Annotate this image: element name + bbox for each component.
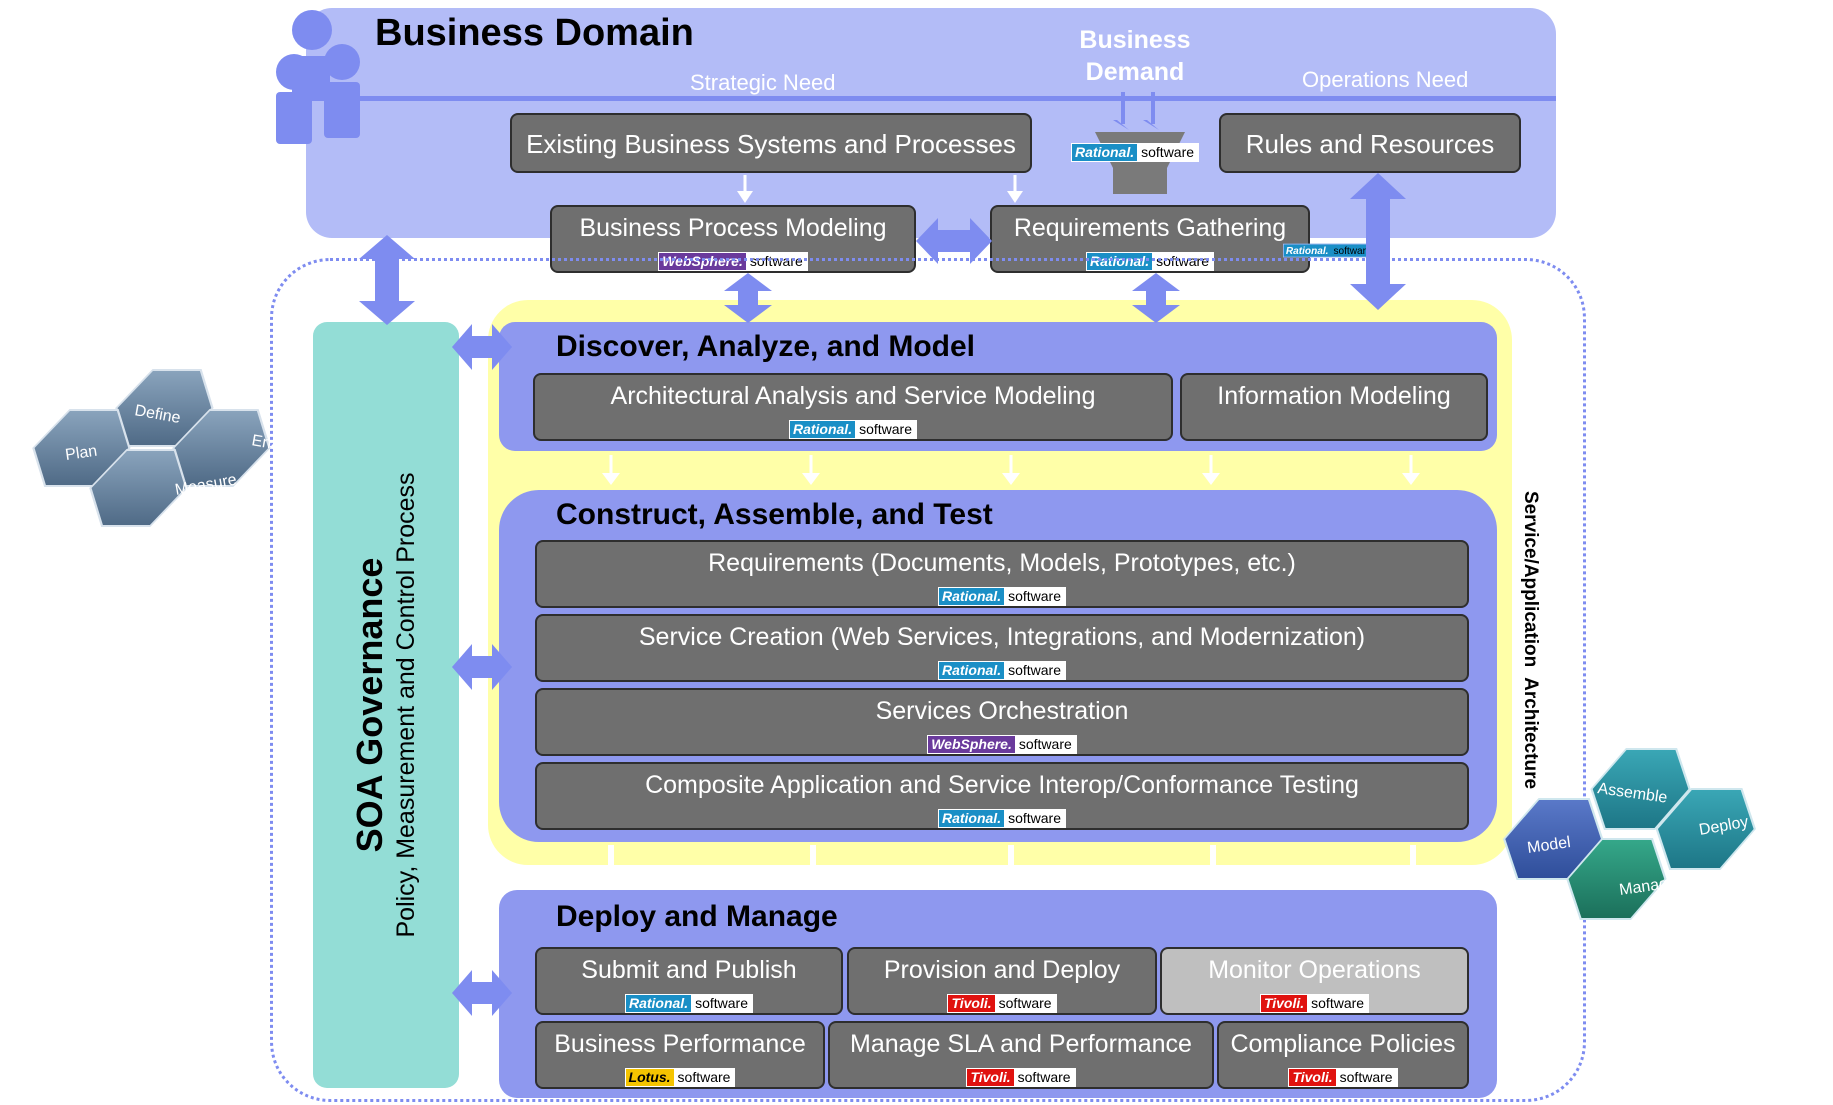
soa-governance-title: SOA Governance [349, 557, 390, 853]
double-arrow-vertical [724, 273, 772, 323]
rational-badge: Rational.software [937, 809, 1067, 828]
double-arrow-vertical [1350, 173, 1406, 310]
double-arrow-horizontal [452, 644, 512, 690]
governance-hex-cluster: Define Plan Enable Measure [32, 369, 302, 527]
websphere-badge: WebSphere.software [927, 735, 1077, 754]
tivoli-badge: Tivoli.software [947, 994, 1057, 1013]
band-divider [1210, 845, 1216, 865]
business-performance-box[interactable]: Business Performance Lotus.software [535, 1021, 825, 1089]
down-arrow-icon [1007, 175, 1023, 203]
information-modeling-label: Information Modeling [1217, 382, 1451, 410]
submit-publish-label: Submit and Publish [581, 956, 797, 984]
tivoli-badge: Tivoli.software [1259, 994, 1370, 1013]
small-rational-badge: Rational.software [1283, 243, 1376, 258]
submit-publish-box[interactable]: Submit and Publish Rational.software [535, 947, 843, 1015]
lotus-badge: Lotus.software [624, 1068, 736, 1087]
composite-testing-label: Composite Application and Service Intero… [645, 771, 1359, 799]
soa-boundary [270, 258, 1586, 1102]
down-arrow-icon [737, 175, 753, 203]
provision-deploy-box[interactable]: Provision and Deploy Tivoli.software [847, 947, 1157, 1015]
people-icon [276, 10, 360, 144]
construct-requirements-box[interactable]: Requirements (Documents, Models, Prototy… [535, 540, 1469, 608]
hex-plan-label: Plan [64, 443, 98, 464]
monitor-operations-label: Monitor Operations [1208, 956, 1421, 984]
business-domain-title: Business Domain [375, 12, 694, 54]
business-domain-divider [306, 96, 1556, 101]
service-creation-label: Service Creation (Web Services, Integrat… [638, 623, 1366, 651]
composite-testing-box[interactable]: Composite Application and Service Intero… [535, 762, 1469, 830]
down-arrow-icon [1002, 455, 1020, 485]
tivoli-badge: Tivoli.software [1288, 1068, 1398, 1087]
deploy-title: Deploy and Manage [556, 900, 838, 933]
monitor-operations-box[interactable]: Monitor Operations Tivoli.software [1160, 947, 1469, 1015]
soa-governance-text: SOA Governance Policy, Measurement and C… [349, 355, 422, 1055]
rational-badge: Rational.software [788, 420, 918, 439]
manage-sla-box[interactable]: Manage SLA and Performance Tivoli.softwa… [828, 1021, 1214, 1089]
compliance-policies-box[interactable]: Compliance Policies Tivoli.software [1217, 1021, 1469, 1089]
discover-title: Discover, Analyze, and Model [556, 330, 976, 363]
construct-title: Construct, Assemble, and Test [556, 498, 993, 531]
rules-resources-label: Rules and Resources [1245, 129, 1495, 159]
lifecycle-hex-cluster: Assemble Model Deploy Manage [1502, 748, 1756, 920]
bpm-label: Business Process Modeling [579, 214, 887, 242]
rules-resources-box[interactable]: Rules and Resources [1219, 113, 1521, 173]
band-divider [608, 845, 614, 865]
down-arrow-icon [602, 455, 620, 485]
construct-requirements-label: Requirements (Documents, Models, Prototy… [708, 549, 1296, 577]
arch-analysis-label: Architectural Analysis and Service Model… [610, 382, 1096, 410]
double-arrow-vertical [359, 235, 415, 325]
websphere-badge: WebSphere.software [658, 252, 808, 271]
compliance-policies-label: Compliance Policies [1230, 1030, 1456, 1058]
rational-badge: Rational.software [937, 661, 1067, 680]
band-divider [810, 845, 816, 865]
strategic-need-label: Strategic Need [690, 70, 836, 95]
down-arrow-icon [1202, 455, 1220, 485]
soa-governance-column [313, 322, 459, 1088]
existing-systems-box[interactable]: Existing Business Systems and Processes [510, 113, 1032, 173]
band-divider [1410, 845, 1416, 865]
double-arrow-horizontal [452, 324, 512, 370]
down-arrow-icon [1402, 455, 1420, 485]
rational-badge: Rational.software [937, 587, 1067, 606]
funnel-rational-badge: Rational.software [1071, 142, 1200, 162]
double-arrow-horizontal [916, 218, 992, 264]
hex-model-label: Model [1526, 834, 1572, 857]
services-orchestration-box[interactable]: Services Orchestration WebSphere.softwar… [535, 688, 1469, 756]
rational-badge: Rational.software [624, 994, 754, 1013]
band-divider [1008, 845, 1014, 865]
information-modeling-box[interactable]: Information Modeling [1180, 373, 1488, 441]
business-performance-label: Business Performance [554, 1030, 806, 1058]
bpm-box[interactable]: Business Process Modeling WebSphere.soft… [550, 205, 916, 273]
arch-analysis-box[interactable]: Architectural Analysis and Service Model… [533, 373, 1173, 441]
manage-sla-label: Manage SLA and Performance [850, 1030, 1192, 1058]
existing-systems-label: Existing Business Systems and Processes [526, 129, 1016, 159]
soa-governance-subtitle: Policy, Measurement and Control Process [392, 472, 420, 938]
requirements-gathering-label: Requirements Gathering [1013, 214, 1287, 242]
tivoli-badge: Tivoli.software [966, 1068, 1076, 1087]
services-orchestration-label: Services Orchestration [875, 697, 1129, 725]
business-demand-label: Business Demand [1079, 26, 1191, 86]
double-arrow-vertical [1132, 273, 1180, 323]
service-creation-box[interactable]: Service Creation (Web Services, Integrat… [535, 614, 1469, 682]
double-arrow-horizontal [452, 970, 512, 1016]
operations-need-label: Operations Need [1302, 67, 1469, 92]
down-arrow-icon [802, 455, 820, 485]
provision-deploy-label: Provision and Deploy [883, 956, 1121, 984]
requirements-gathering-box[interactable]: Requirements Gathering Rational.software [990, 205, 1310, 273]
rational-badge: Rational.software [1085, 252, 1215, 271]
